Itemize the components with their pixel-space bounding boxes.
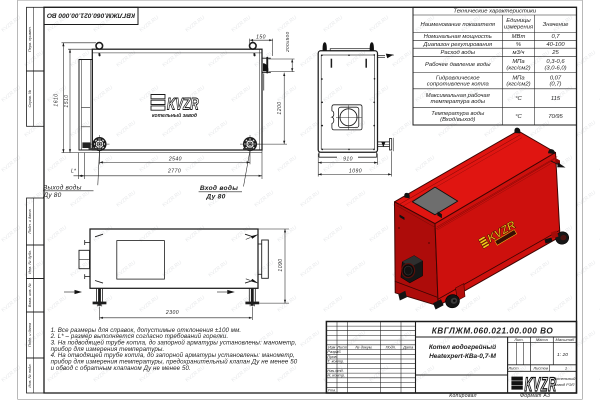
svg-text:Подп. и дата: Подп. и дата	[27, 208, 32, 233]
svg-text:2300: 2300	[165, 310, 179, 316]
svg-text:Утв.: Утв.	[327, 388, 336, 393]
svg-text:Котельный: Котельный	[554, 376, 577, 381]
svg-text:КВГЛЖМ.060.021.00.000 ВО: КВГЛЖМ.060.021.00.000 ВО	[46, 12, 135, 19]
svg-text:°С: °С	[515, 96, 522, 102]
svg-text:°С: °С	[515, 114, 522, 120]
svg-text:3. На подводящей трубе котла,: 3. На подводящей трубе котла, до запорно…	[51, 339, 297, 346]
svg-text:сопротивление котла: сопротивление котла	[427, 82, 490, 88]
svg-text:Лист: Лист	[336, 344, 348, 349]
svg-text:Подп.: Подп.	[386, 344, 396, 349]
svg-text:Масса: Масса	[536, 337, 549, 342]
svg-text:прибор для измерения температу: прибор для измерения температуры.	[51, 346, 165, 353]
svg-text:Изм: Изм	[328, 344, 336, 349]
svg-text:Температура воды: Температура воды	[431, 111, 485, 117]
svg-text:70/95: 70/95	[548, 114, 563, 120]
svg-text:40-100: 40-100	[546, 42, 565, 48]
svg-text:4. На отводящей трубе котла,: 4. На отводящей трубе котла, до запорной…	[51, 352, 295, 359]
svg-text:Ду 80: Ду 80	[205, 194, 225, 201]
svg-text:КВГЛЖМ.060.021.00.000 ВО: КВГЛЖМ.060.021.00.000 ВО	[432, 326, 554, 335]
svg-text:150: 150	[256, 35, 266, 41]
svg-text:Максимальная рабочая: Максимальная рабочая	[426, 93, 490, 99]
svg-text:(кгс/см2): (кгс/см2)	[506, 82, 530, 88]
svg-text:Взам. инв. №: Взам. инв. №	[27, 282, 32, 307]
svg-text:(кгс/см2): (кгс/см2)	[506, 65, 530, 71]
svg-text:200х500: 200х500	[285, 32, 291, 54]
svg-text:Н. контр.: Н. контр.	[327, 373, 345, 378]
svg-text:1. Все размеры для справок, д: 1. Все размеры для справок, допустимые о…	[51, 327, 242, 334]
svg-text:Расход воды: Расход воды	[440, 50, 475, 56]
svg-text:2. L* – размер выполняется со: 2. L* – размер выполняется согласно треб…	[50, 333, 229, 340]
svg-text:115: 115	[551, 96, 561, 102]
svg-text:0,3-0,6: 0,3-0,6	[546, 59, 565, 65]
svg-text:1510: 1510	[64, 94, 70, 107]
svg-text:(Вход/выход): (Вход/выход)	[440, 117, 475, 123]
svg-text:Единицы: Единицы	[506, 18, 531, 24]
svg-text:Heatexpert-КВа-0,7-М: Heatexpert-КВа-0,7-М	[429, 353, 496, 360]
svg-text:МПа: МПа	[512, 59, 525, 65]
svg-text:2540: 2540	[168, 157, 182, 163]
svg-text:1: 1	[565, 366, 567, 371]
svg-text:МВт: МВт	[512, 34, 526, 40]
svg-text:Дата: Дата	[402, 344, 414, 349]
svg-text:1610: 1610	[54, 93, 60, 106]
svg-text:KVZR: KVZR	[525, 375, 557, 396]
svg-text:%: %	[516, 42, 521, 48]
svg-text:0,7: 0,7	[551, 34, 560, 40]
svg-text:Диапазон регулирования: Диапазон регулирования	[422, 42, 492, 48]
svg-text:(3,0-6,0): (3,0-6,0)	[544, 65, 566, 71]
svg-text:измерения: измерения	[504, 25, 533, 31]
svg-text:Справ. №: Справ. №	[27, 89, 32, 107]
svg-text:KVZR: KVZR	[167, 96, 199, 115]
svg-text:Гидравлическое: Гидравлическое	[436, 75, 480, 81]
svg-text:910: 910	[343, 157, 353, 163]
svg-text:Котел водогрейный: Котел водогрейный	[429, 343, 496, 351]
svg-text:1: 20: 1: 20	[557, 352, 568, 358]
svg-text:Разраб.: Разраб.	[327, 349, 341, 354]
svg-text:и обвод с обратным клапаном Ду: и обвод с обратным клапаном Ду не менее …	[51, 365, 191, 372]
svg-text:Инв. № подл.: Инв. № подл.	[27, 363, 32, 387]
svg-text:Подп. и дата: Подп. и дата	[27, 322, 32, 347]
svg-text:Формат А3: Формат А3	[520, 393, 550, 399]
svg-text:Лит.: Лит.	[513, 337, 523, 342]
svg-text:(0,7): (0,7)	[549, 82, 561, 88]
svg-text:25: 25	[551, 50, 559, 56]
svg-text:Копировал: Копировал	[449, 393, 477, 399]
svg-text:1090: 1090	[278, 258, 284, 271]
svg-text:Нач.отд.: Нач.отд.	[327, 368, 343, 373]
svg-text:Т. контр.: Т. контр.	[327, 359, 344, 364]
svg-text:Выход воды: Выход воды	[43, 183, 82, 191]
svg-text:Номинальная мощность: Номинальная мощность	[424, 34, 492, 40]
svg-text:0,07: 0,07	[550, 75, 562, 81]
svg-text:1090: 1090	[349, 169, 362, 175]
svg-text:Инв. № дубл.: Инв. № дубл.	[27, 250, 32, 274]
svg-text:Наименование показателя: Наименование показателя	[420, 22, 495, 28]
svg-text:Рабочее давление воды: Рабочее давление воды	[425, 62, 491, 68]
svg-text:Листов: Листов	[532, 366, 548, 371]
svg-text:№ докум.: № докум.	[355, 344, 372, 349]
svg-text:м3/ч: м3/ч	[513, 50, 525, 56]
svg-text:котельный завод: котельный завод	[152, 112, 197, 119]
svg-text:завод РЭП: завод РЭП	[554, 382, 575, 387]
svg-text:1200: 1200	[277, 101, 283, 114]
svg-text:Перв. примен.: Перв. примен.	[27, 26, 32, 52]
svg-text:прибор для измерения температу: прибор для измерения температуры, предох…	[51, 358, 298, 365]
svg-text:Лист: Лист	[507, 366, 519, 371]
svg-text:Пров.: Пров.	[327, 354, 337, 359]
svg-text:Вход воды: Вход воды	[200, 184, 238, 192]
svg-text:Ду 80: Ду 80	[43, 192, 62, 199]
svg-text:L*: L*	[71, 169, 77, 175]
svg-text:МПа: МПа	[512, 75, 525, 81]
svg-text:Технические характеристики: Технические характеристики	[453, 9, 537, 15]
svg-text:Масштаб: Масштаб	[556, 337, 575, 342]
svg-text:Значение: Значение	[543, 22, 569, 28]
svg-text:2770: 2770	[167, 169, 181, 175]
svg-text:температура воды: температура воды	[430, 99, 485, 105]
